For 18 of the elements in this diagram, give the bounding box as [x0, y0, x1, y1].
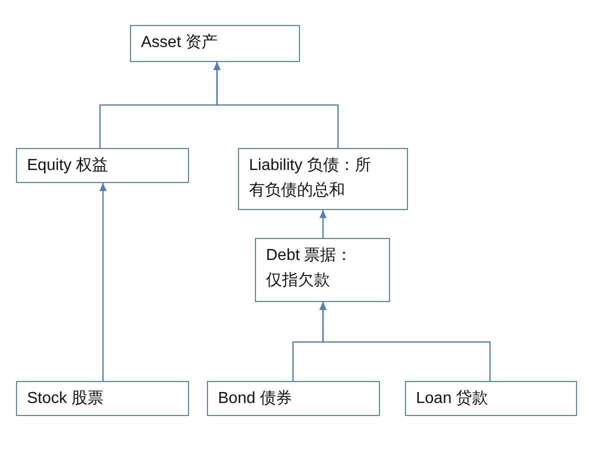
- label-box: [16, 381, 189, 416]
- label-box: [238, 148, 408, 210]
- node-text: Equity 权益: [27, 156, 109, 176]
- label-box: [207, 381, 380, 416]
- node-text: Debt 票据：仅指欠款: [266, 246, 354, 291]
- label-box: [16, 148, 189, 183]
- arrow: [319, 302, 491, 381]
- node-text: Bond 债券: [218, 388, 293, 409]
- node-text: Stock 股票: [27, 389, 104, 409]
- label-box: [405, 381, 577, 416]
- arrow: [319, 210, 327, 238]
- label-box: [130, 25, 300, 62]
- node-text: Asset 资产: [141, 32, 218, 53]
- node-text: Loan 贷款: [416, 388, 490, 409]
- label-box: [255, 238, 390, 302]
- arrow: [213, 62, 339, 148]
- arrow: [99, 183, 107, 381]
- node-text: Liability 负债：所有负债的总和: [249, 156, 372, 201]
